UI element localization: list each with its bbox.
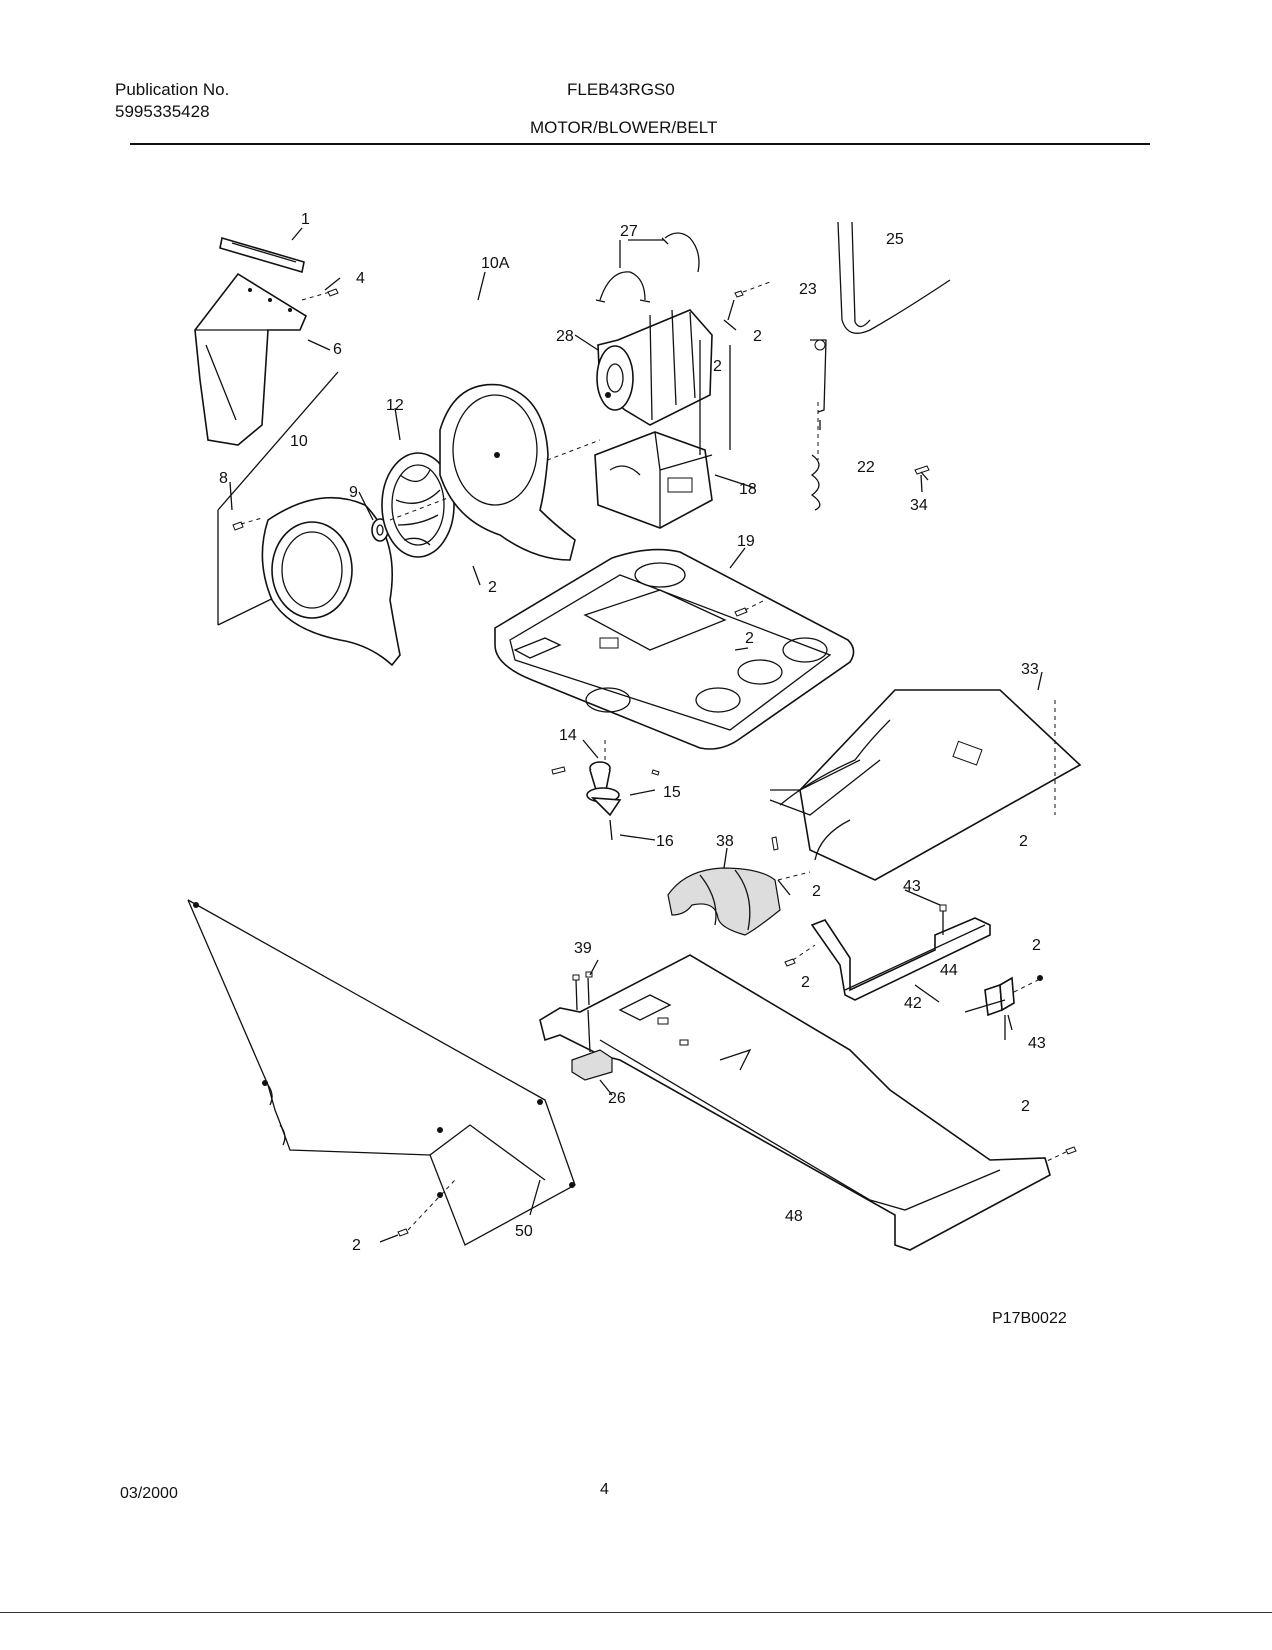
diagram-code: P17B0022 (992, 1310, 1067, 1327)
callout-25: 25 (886, 231, 904, 248)
callout-42: 42 (904, 995, 922, 1012)
callout-10: 10 (290, 433, 308, 450)
callout-48: 48 (785, 1208, 803, 1225)
callout-50: 50 (515, 1223, 533, 1240)
callout-2-mount-left: 2 (713, 358, 722, 375)
part-48-base-rail (539, 954, 1051, 1251)
callout-43-lower: 43 (1028, 1035, 1046, 1052)
callout-14: 14 (559, 727, 577, 744)
footer-date: 03/2000 (120, 1485, 178, 1502)
part-43-clip (964, 975, 1043, 1040)
part-50-rear-panel (187, 899, 576, 1246)
callout-27: 27 (620, 223, 638, 240)
callout-43-upper: 43 (903, 878, 921, 895)
part-10a-rear-housing (439, 383, 576, 561)
callout-34: 34 (910, 497, 928, 514)
callout-8: 8 (219, 470, 228, 487)
callout-12: 12 (386, 397, 404, 414)
part-18-motor-mount (594, 431, 713, 529)
part-12-blower-wheel (381, 452, 455, 558)
header-rule (130, 143, 1150, 145)
part-23-25-belt (810, 221, 951, 511)
callout-9: 9 (349, 484, 358, 501)
callout-23: 23 (799, 281, 817, 298)
callout-2-base: 2 (745, 630, 754, 647)
callout-2-panel: 2 (352, 1237, 361, 1254)
part-27-straps (595, 232, 700, 303)
part-1-gasket (219, 236, 305, 274)
callout-2-blower: 2 (488, 579, 497, 596)
callout-22: 22 (857, 459, 875, 476)
model-number: FLEB43RGS0 (567, 80, 675, 99)
callout-4: 4 (356, 270, 365, 287)
callout-26: 26 (608, 1090, 626, 1107)
callout-33: 33 (1021, 661, 1039, 678)
callout-2-clip: 2 (1032, 937, 1041, 954)
part-38-elbow (667, 867, 781, 936)
callout-38: 38 (716, 833, 734, 850)
part-26-block (571, 1049, 613, 1081)
callout-39: 39 (574, 940, 592, 957)
footer-rule (0, 1612, 1272, 1613)
part-6-duct (194, 272, 308, 446)
callout-18: 18 (739, 481, 757, 498)
callout-44: 44 (940, 962, 958, 979)
blower-housing-front (261, 496, 401, 667)
callout-6: 6 (333, 341, 342, 358)
page-number: 4 (600, 1481, 609, 1498)
callout-1: 1 (301, 211, 310, 228)
callout-2-rail: 2 (1021, 1098, 1030, 1115)
callout-10a: 10A (481, 255, 510, 272)
callout-2-mount-right: 2 (753, 328, 762, 345)
callout-19: 19 (737, 533, 755, 550)
part-28-motor (596, 309, 713, 426)
section-title: MOTOR/BLOWER/BELT (530, 118, 718, 137)
part-14-15-16-idler (551, 761, 660, 841)
callout-2-bracket: 2 (801, 974, 810, 991)
part-42-44-bracket (810, 917, 991, 1001)
publication-label: Publication No. (115, 80, 230, 99)
part-33-tray (769, 689, 1082, 881)
callout-2-tray: 2 (1019, 833, 1028, 850)
part-19-base-pan (494, 548, 855, 750)
callout-16: 16 (656, 833, 674, 850)
callout-2-elbow: 2 (812, 883, 821, 900)
publication-number: 5995335428 (115, 102, 210, 121)
callout-28: 28 (556, 328, 574, 345)
callout-15: 15 (663, 784, 681, 801)
